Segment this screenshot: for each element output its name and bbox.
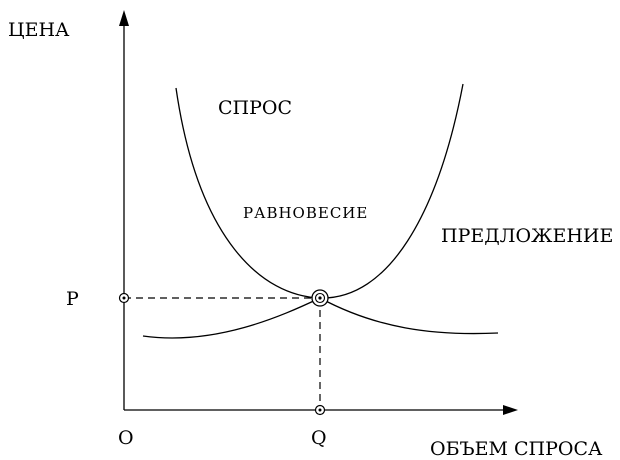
supply-curve-label: ПРЕДЛОЖЕНИЕ	[441, 225, 613, 247]
price-axis-marker	[118, 292, 130, 304]
x-axis-arrowhead	[503, 405, 518, 415]
origin-label: O	[118, 427, 134, 449]
y-axis-label: ЦЕНА	[8, 19, 70, 41]
quantity-axis-marker	[314, 404, 326, 416]
price-tick-label: P	[66, 288, 79, 310]
quantity-tick-label: Q	[311, 427, 327, 449]
demand-curve-label: СПРОС	[218, 97, 292, 119]
equilibrium-label: РАВНОВЕСИЕ	[243, 204, 368, 222]
y-axis-arrowhead	[119, 10, 129, 26]
equilibrium-point-marker	[311, 289, 329, 307]
x-axis-label: ОБЪЕМ СПРОСА	[430, 438, 603, 460]
